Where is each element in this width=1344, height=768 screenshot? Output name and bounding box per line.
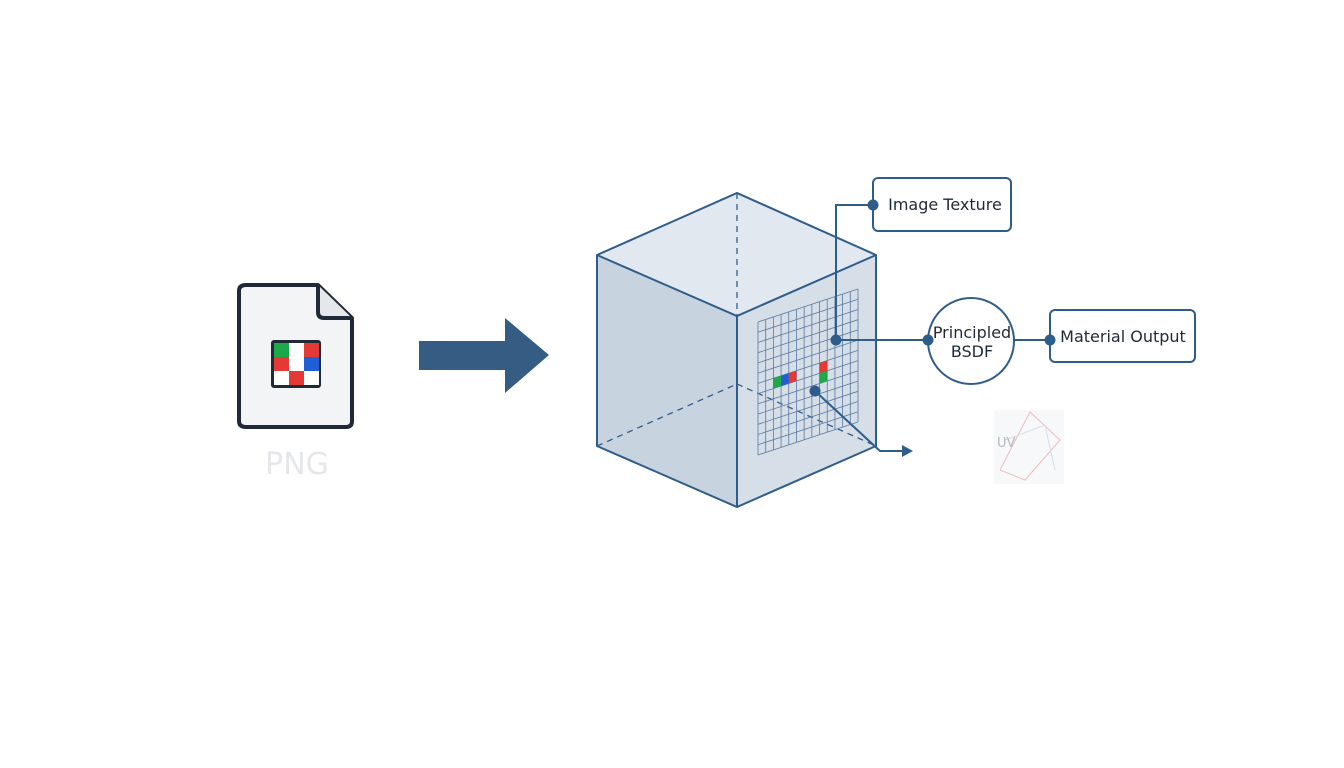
- swatch-cell: [274, 357, 289, 371]
- material-output-label: Material Output: [1060, 327, 1186, 346]
- swatch-cell: [289, 357, 304, 371]
- grid-line: [757, 360, 859, 394]
- connection-points: [809, 199, 1056, 397]
- texel: [781, 373, 789, 386]
- grid-line: [757, 421, 859, 456]
- swatch-cell: [274, 343, 289, 357]
- grid-line: [757, 339, 859, 374]
- texel: [788, 370, 797, 384]
- grid-line: [757, 309, 859, 343]
- texel: [773, 375, 782, 389]
- grid-line: [757, 401, 859, 435]
- principled-bsdf-label-line2: BSDF: [951, 342, 993, 361]
- uv-map-thumbnail: UV: [994, 410, 1064, 484]
- cube-left-face: [597, 255, 737, 507]
- principled-bsdf-node[interactable]: Principled BSDF: [927, 297, 1015, 385]
- swatch-cell: [304, 357, 319, 371]
- image-texture-label: Image Texture: [888, 195, 1002, 214]
- grid-line: [757, 298, 859, 333]
- png-file-icon: [237, 283, 354, 429]
- grid-line: [757, 380, 859, 415]
- uv-connector-arrowhead: [902, 445, 913, 457]
- color-grid-icon: [271, 340, 321, 388]
- swatch-cell: [304, 371, 319, 385]
- swatch-cell: [289, 343, 304, 357]
- cube: [596, 191, 877, 509]
- grid-line: [757, 390, 859, 425]
- principled-bsdf-label-line1: Principled: [933, 323, 1011, 342]
- swatch-cell: [304, 343, 319, 357]
- material-output-node[interactable]: Material Output: [1049, 309, 1196, 363]
- cube-right-face: [737, 255, 876, 507]
- swatch-cell: [289, 371, 304, 385]
- texel: [819, 370, 828, 384]
- grid-line: [757, 329, 859, 364]
- grid-line: [757, 319, 859, 354]
- uv-texture-grid: [757, 288, 859, 456]
- swatch-cell: [274, 371, 289, 385]
- node-connectors: [814, 204, 1050, 452]
- uv-label: UV: [997, 436, 1016, 451]
- image-texture-node[interactable]: Image Texture: [872, 177, 1012, 232]
- grid-line: [757, 411, 859, 446]
- grid-line: [757, 288, 859, 323]
- grid-line: [757, 370, 859, 405]
- texel: [819, 360, 828, 374]
- transform-arrow: [419, 318, 549, 393]
- file-format-label: PNG: [265, 447, 329, 482]
